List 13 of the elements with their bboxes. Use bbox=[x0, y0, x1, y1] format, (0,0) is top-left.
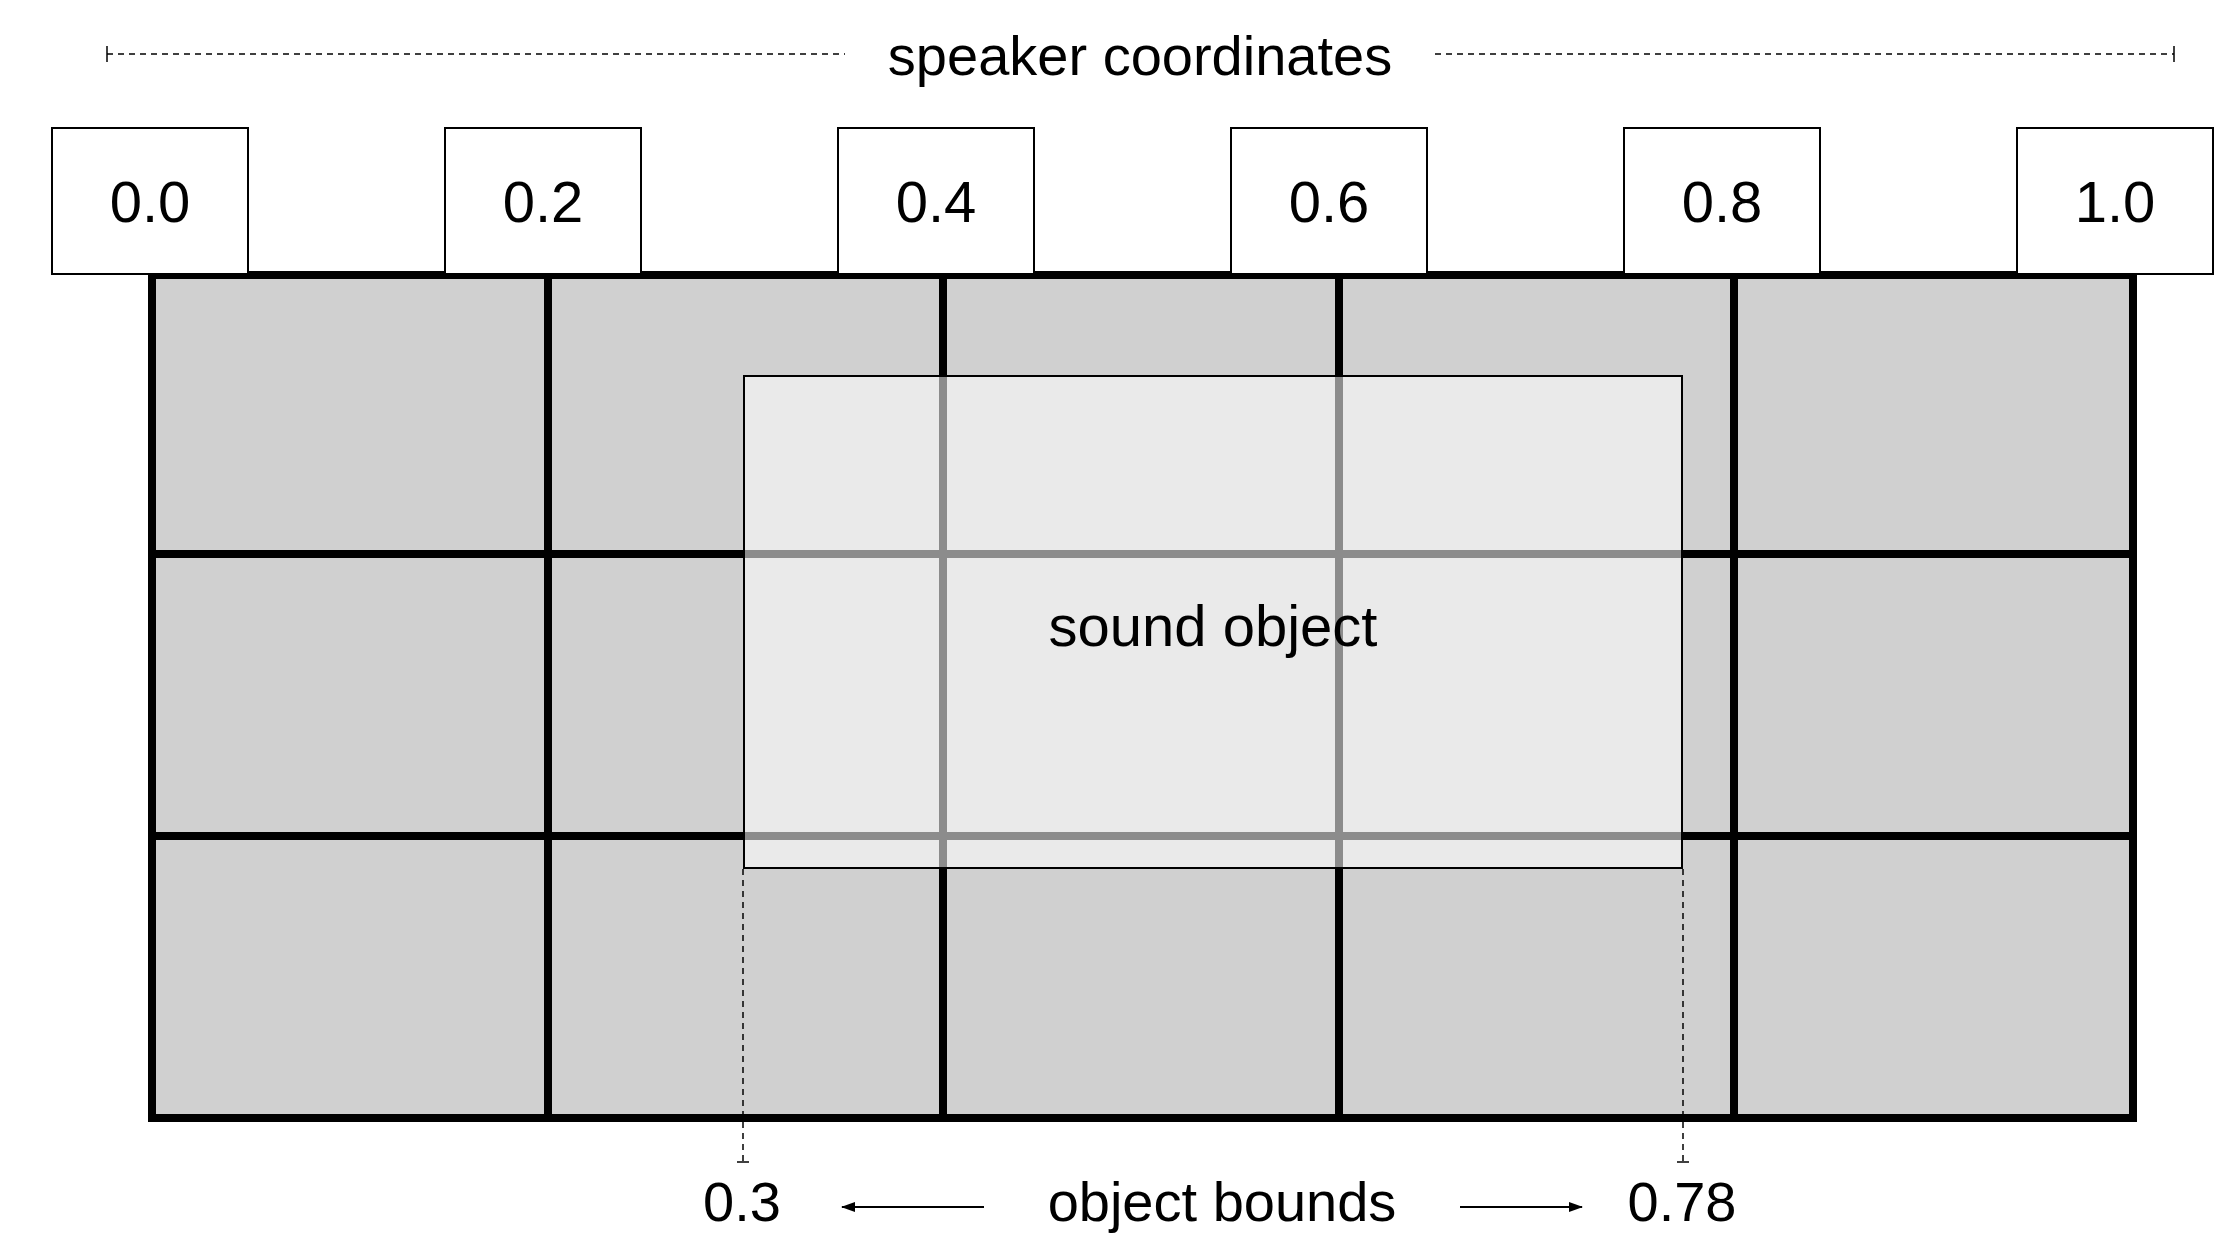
bound-value: 0.78 bbox=[1612, 1170, 1752, 1236]
sound-object-box: sound object bbox=[743, 375, 1683, 869]
bound-value: 0.3 bbox=[692, 1170, 792, 1236]
coordinate-box: 0.6 bbox=[1230, 127, 1428, 275]
coordinate-box: 1.0 bbox=[2016, 127, 2214, 275]
coordinate-box: 0.4 bbox=[837, 127, 1035, 275]
object-bounds-label: object bounds bbox=[1012, 1170, 1432, 1236]
coordinate-box: 0.0 bbox=[51, 127, 249, 275]
arrow bbox=[841, 1202, 985, 1212]
arrow bbox=[1459, 1202, 1583, 1212]
coordinate-box: 0.2 bbox=[444, 127, 642, 275]
title: speaker coordinates bbox=[886, 24, 1394, 89]
coordinate-box: 0.8 bbox=[1623, 127, 1821, 275]
